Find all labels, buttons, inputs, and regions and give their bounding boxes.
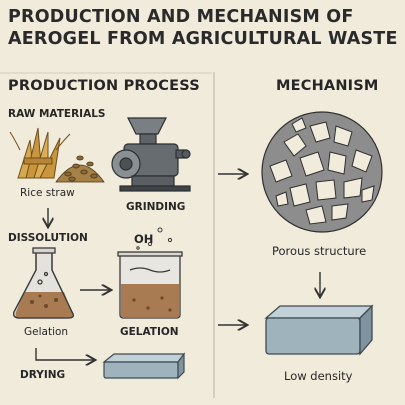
grain-pile-illustration xyxy=(55,155,105,183)
low-density-aerogel-slab xyxy=(264,304,374,356)
diagram-title: PRODUCTION AND MECHANISM OF AEROGEL FROM… xyxy=(8,6,400,50)
title-line-2: AEROGEL FROM AGRICULTURAL WASTE xyxy=(8,29,398,49)
porous-structure-illustration xyxy=(261,111,383,233)
porous-structure-label: Porous structure xyxy=(272,244,367,258)
mechanism-header: MECHANISM xyxy=(276,78,379,94)
rice-straw-label: Rice straw xyxy=(20,187,75,199)
dissolution-label: DISSOLUTION xyxy=(8,232,88,244)
beaker-illustration xyxy=(117,251,183,319)
gelation-upper-label: GELATION xyxy=(120,326,179,338)
gelation-lower-label: Gelation xyxy=(24,326,69,338)
low-density-label: Low density xyxy=(284,369,353,383)
rice-straw-illustration xyxy=(9,127,71,179)
grinding-label: GRINDING xyxy=(126,201,186,213)
flask-illustration xyxy=(12,247,74,319)
drying-label: DRYING xyxy=(20,369,66,381)
grinder-illustration xyxy=(111,117,191,192)
dried-aerogel-slab xyxy=(102,352,186,380)
arrow-gelation-to-drying xyxy=(35,348,94,360)
oh-label: OH xyxy=(134,232,154,246)
title-line-1: PRODUCTION AND MECHANISM OF xyxy=(8,7,354,27)
production-header: PRODUCTION PROCESS xyxy=(8,78,200,94)
hydroxyl-bubbles xyxy=(136,227,173,250)
raw-materials-label: RAW MATERIALS xyxy=(8,108,106,120)
